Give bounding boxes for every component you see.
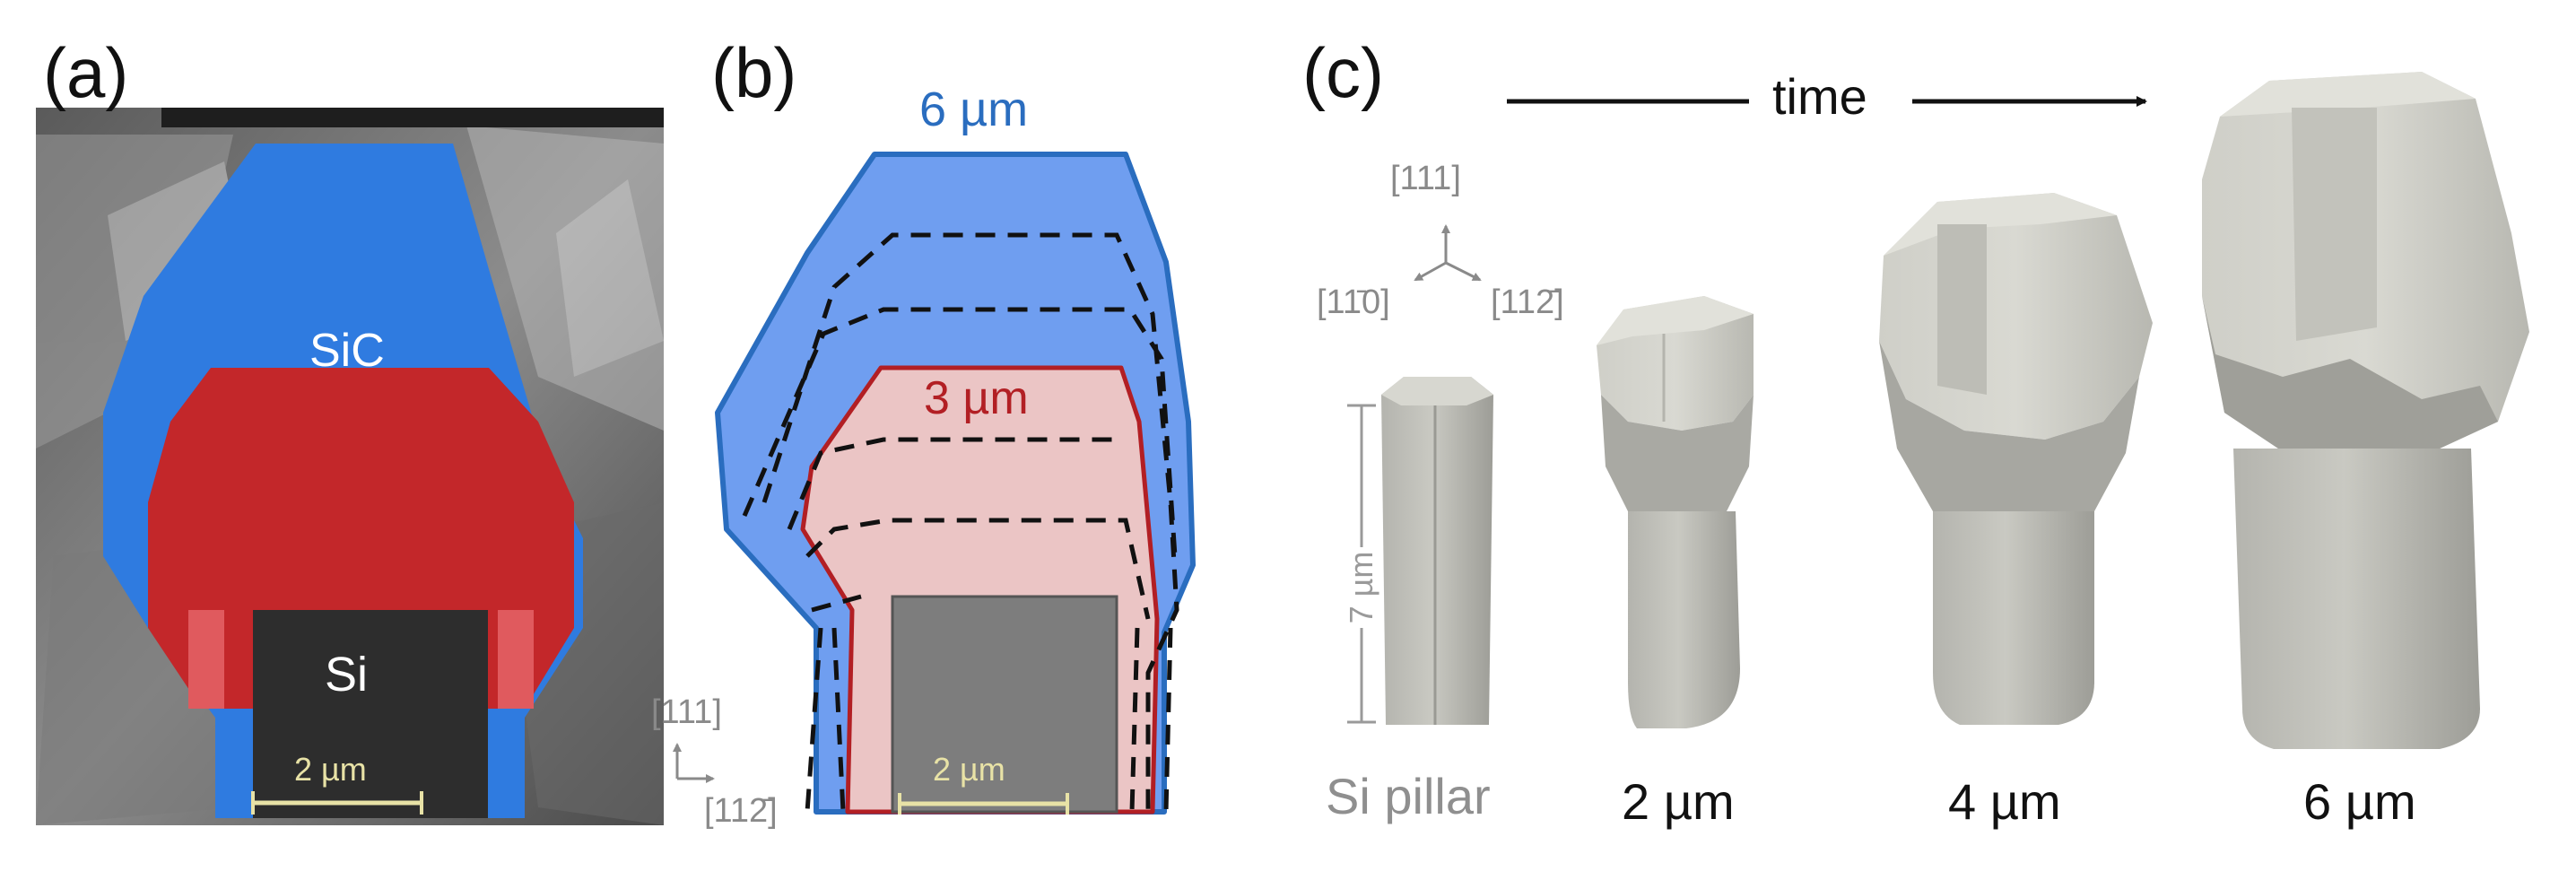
outer-thickness-label: 6 µm [919,83,1029,136]
panel-label-b: (b) [711,33,797,112]
panel-label-a: (a) [43,33,129,112]
si-label: Si [325,648,369,701]
pillar-4um-model [1879,193,2153,725]
pillar-6um-model [2202,72,2529,749]
si-core-schematic [891,595,1118,814]
panel-label-c: (c) [1302,33,1384,112]
axis-arrows-b [673,743,715,783]
height-label: 7 µm [1343,551,1379,624]
si-pillar-model [1381,377,1493,725]
scale-label-a: 2 µm [294,751,367,788]
scale-label-b: 2 µm [933,751,1005,788]
scale-bar-a [251,791,423,815]
dir-label-112bar-b: [112̄] [704,792,778,830]
dir-label-110bar-c: [11̄0] [1317,283,1390,321]
height-bracket [1347,404,1376,724]
inner-thickness-label: 3 µm [924,372,1029,424]
dir-label-112bar-c: [112̄] [1491,283,1564,321]
caption-6um: 6 µm [2303,773,2416,830]
caption-4um: 4 µm [1948,773,2061,830]
growth-contours [742,232,1179,813]
orientation-triad [1414,224,1482,282]
dir-label-111-b: [111] [651,693,722,731]
caption-si-pillar: Si pillar [1326,768,1491,824]
scale-bar-b [898,793,1069,815]
si-core [253,610,488,818]
sic-label: SiC [309,325,385,377]
time-label: time [1772,68,1867,125]
caption-2um: 2 µm [1622,773,1735,830]
dir-label-111-c: [111] [1390,160,1461,197]
pillar-2um-model [1597,296,1754,728]
